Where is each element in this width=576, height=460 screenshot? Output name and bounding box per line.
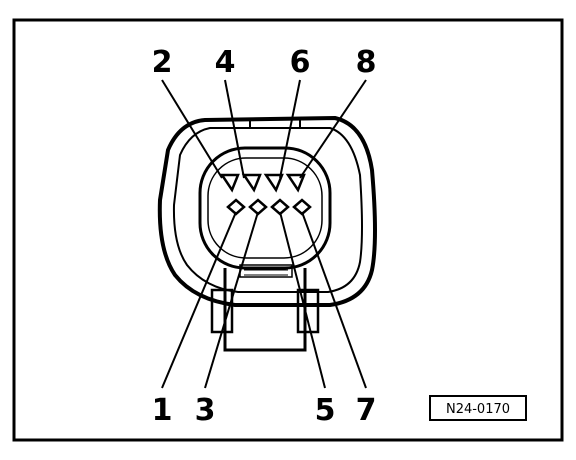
pin-sockets <box>219 173 312 216</box>
reference-box <box>429 395 527 421</box>
diagram-border <box>12 18 564 442</box>
socket-7 <box>292 198 312 216</box>
pin-label-5: 5 <box>315 393 336 428</box>
reference-code: N24-0170 <box>446 402 510 417</box>
socket-5 <box>270 198 290 216</box>
leader-lines <box>161 79 367 389</box>
socket-8 <box>285 173 306 193</box>
pin-label-7: 7 <box>356 393 377 428</box>
socket-3 <box>248 198 268 216</box>
pin-label-1: 1 <box>152 393 173 428</box>
socket-2 <box>219 173 240 193</box>
pin-label-4: 4 <box>215 45 236 80</box>
socket-6 <box>263 173 284 193</box>
pin-label-2: 2 <box>152 45 173 80</box>
pin-label-6: 6 <box>290 45 311 80</box>
pin-label-8: 8 <box>356 45 377 80</box>
connector-housing <box>157 115 377 352</box>
pin-label-3: 3 <box>195 393 216 428</box>
socket-1 <box>226 198 246 216</box>
socket-4 <box>241 173 262 193</box>
